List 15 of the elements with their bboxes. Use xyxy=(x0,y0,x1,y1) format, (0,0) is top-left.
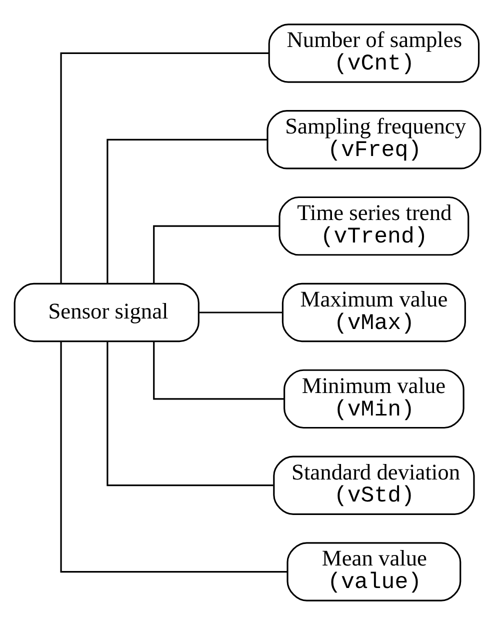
connector xyxy=(106,342,274,486)
connector xyxy=(60,342,288,573)
node-box: Maximum value (vMax) xyxy=(282,282,466,342)
connector xyxy=(153,225,280,284)
node-box: Minimum value (vMin) xyxy=(284,369,464,429)
node-box: Time series trend (vTrend) xyxy=(278,196,470,256)
node-box: Sensor signal xyxy=(14,282,200,342)
node-box: Sampling frequency (vFreq) xyxy=(266,110,482,170)
connector xyxy=(153,342,284,400)
connector xyxy=(60,52,269,284)
node-box: Number of samples (vCnt) xyxy=(268,24,480,83)
node-box: Mean value (value) xyxy=(286,542,462,602)
connector xyxy=(106,138,268,284)
node-box: Standard deviation (vStd) xyxy=(273,456,475,515)
connector xyxy=(199,312,282,314)
